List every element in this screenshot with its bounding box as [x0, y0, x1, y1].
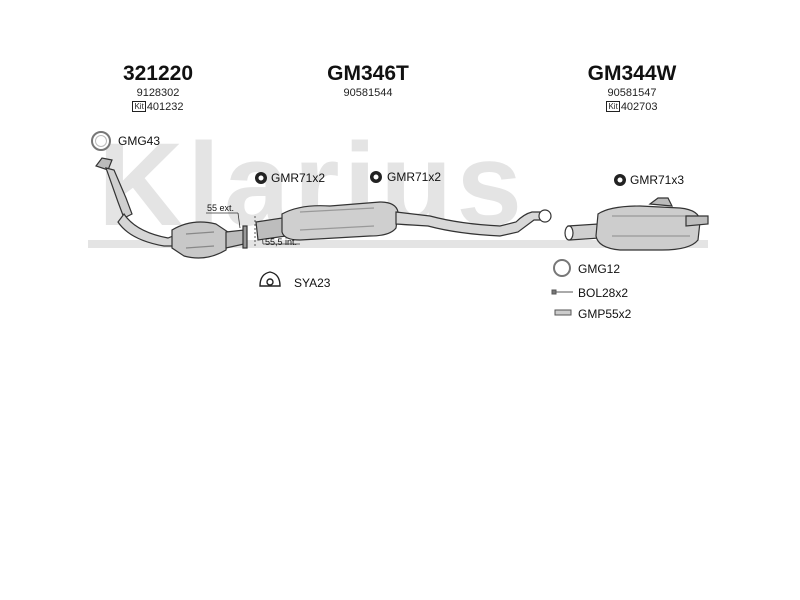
bolt-icon	[551, 289, 573, 295]
label-bol28: BOL28x2	[578, 286, 629, 300]
kit-number-value: 401232	[146, 101, 184, 113]
rubber-mount-icon-c	[614, 174, 626, 186]
dimension-int: 55,5 int.	[265, 237, 298, 247]
middle-silencer-drawing	[255, 201, 552, 241]
label-gmr71-b: GMR71x2	[387, 170, 442, 184]
label-gmg43: GMG43	[118, 134, 161, 148]
rear-silencer-drawing	[564, 197, 709, 251]
part-number: GM344W	[587, 62, 677, 85]
watermark-underline	[88, 240, 708, 248]
dimension-lines	[206, 212, 300, 246]
rubber-mount-icon-b	[370, 171, 382, 183]
kit-tag: Kit	[606, 101, 620, 112]
label-gmr71-c: GMR71x3	[630, 173, 685, 187]
oem-number: 9128302	[136, 87, 180, 99]
rubber-mount-icon-a	[255, 172, 267, 184]
gasket-ring-icon	[91, 131, 111, 151]
kit-number-value: 402703	[620, 101, 658, 113]
label-gmg12: GMG12	[578, 262, 621, 276]
oem-number: 90581547	[607, 87, 657, 99]
clamp-icon	[259, 271, 281, 287]
part-header-middle-silencer: GM346T 90581544	[298, 62, 438, 100]
part-number: 321220	[122, 62, 194, 85]
kit-tag: Kit	[132, 101, 146, 112]
oem-number: 90581544	[343, 87, 393, 99]
label-gmr71-a: GMR71x2	[271, 171, 326, 185]
label-sya23: SYA23	[294, 276, 331, 290]
gasket-ring-icon-gmg12	[553, 259, 571, 277]
catalytic-converter-drawing	[95, 157, 248, 259]
part-number: GM346T	[327, 62, 409, 85]
spring-icon	[554, 309, 572, 316]
label-gmp55: GMP55x2	[578, 307, 632, 321]
dimension-ext: 55 ext.	[207, 203, 235, 213]
